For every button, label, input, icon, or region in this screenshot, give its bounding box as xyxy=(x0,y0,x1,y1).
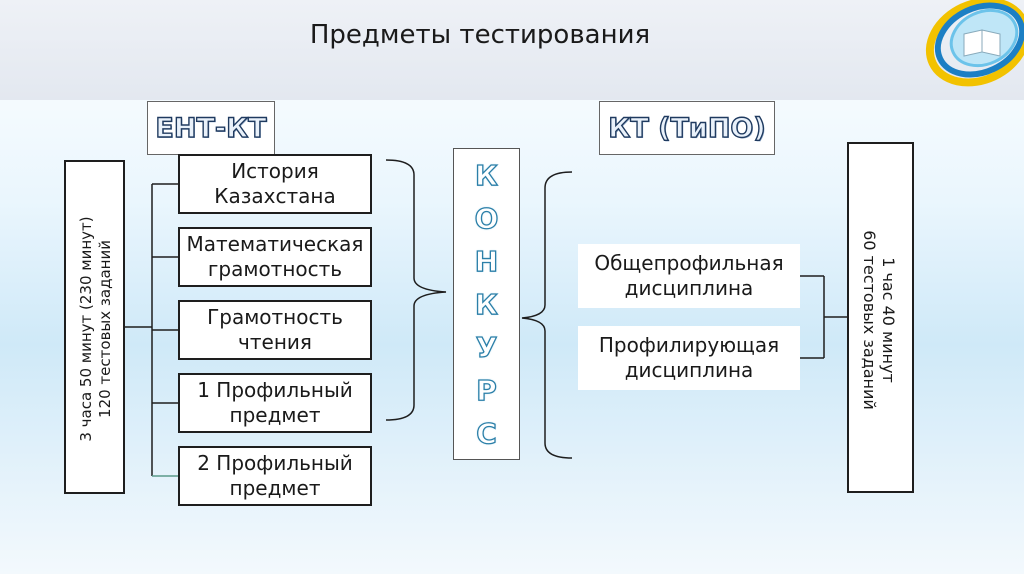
right-brace xyxy=(521,171,573,459)
subject-line: Грамотность xyxy=(207,305,343,329)
subject-line: грамотность xyxy=(207,257,343,281)
ent-duration-box: 3 часа 50 минут (230 минут) 120 тестовых… xyxy=(64,160,125,494)
konkurs-letter: У xyxy=(475,330,498,364)
subject-line: История xyxy=(231,159,319,183)
ent-kt-heading: ЕНТ-КТ xyxy=(147,101,275,155)
subject-line: чтения xyxy=(238,330,312,354)
subject-line: 1 Профильный xyxy=(197,378,353,402)
konkurs-box: К О Н К У Р С xyxy=(453,148,520,460)
subject-line: Математическая xyxy=(186,232,364,256)
konkurs-letter: С xyxy=(476,416,498,450)
header-band xyxy=(0,0,1024,100)
discipline-line: Профилирующая xyxy=(598,333,780,357)
subject-line: Казахстана xyxy=(214,184,336,208)
discipline-line: дисциплина xyxy=(624,276,754,300)
subject-line: предмет xyxy=(229,403,321,427)
book-logo-icon xyxy=(925,0,1024,87)
tipo-duration-box: 1 час 40 минут 60 тестовых заданий xyxy=(847,142,914,493)
subject-line: предмет xyxy=(229,476,321,500)
konkurs-letter: О xyxy=(474,201,499,235)
discipline-line: Общепрофильная xyxy=(594,251,784,275)
kt-tipo-heading: КТ (ТиПО) xyxy=(599,101,775,155)
discipline-line: дисциплина xyxy=(624,358,754,382)
left-brace xyxy=(385,159,447,421)
page-title: Предметы тестирования xyxy=(309,20,651,50)
subject-line: 2 Профильный xyxy=(197,451,353,475)
konkurs-letter: К xyxy=(474,158,498,192)
konkurs-letter: Н xyxy=(474,244,499,278)
konkurs-letter: К xyxy=(474,287,498,321)
konkurs-letter: Р xyxy=(476,373,498,407)
